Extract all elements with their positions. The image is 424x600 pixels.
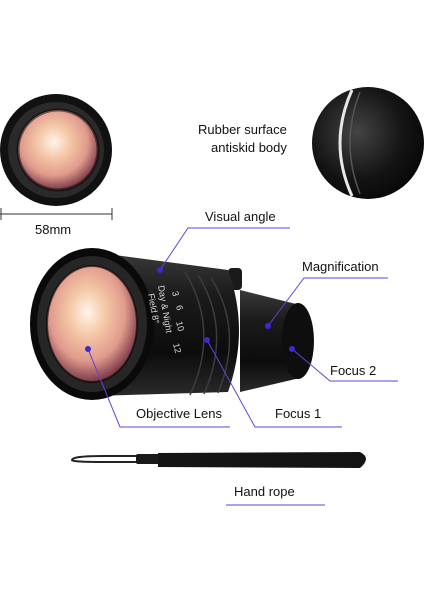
label-antiskid-body: antiskid body — [211, 140, 287, 155]
label-visual-angle: Visual angle — [205, 209, 276, 224]
label-focus-1: Focus 1 — [275, 406, 322, 421]
callout-lines — [87, 227, 398, 506]
label-focus-2: Focus 2 — [330, 363, 377, 378]
label-rubber-surface: Rubber surface — [198, 122, 287, 137]
label-hand-rope: Hand rope — [234, 484, 295, 499]
scale-number: 12 — [171, 342, 183, 354]
dimension-line — [0, 208, 113, 220]
hand-rope-image — [70, 452, 366, 468]
label-objective-lens: Objective Lens — [136, 406, 222, 421]
label-size: 58mm — [35, 222, 72, 237]
scale-number: 3 — [170, 290, 181, 297]
rubber-surface-image — [312, 87, 424, 199]
scale-number: 10 — [174, 320, 186, 332]
lens-detail-image — [0, 94, 112, 206]
label-magnification: Magnification — [302, 259, 379, 274]
scale-number: 6 — [174, 304, 185, 311]
monocular-telescope — [30, 248, 314, 400]
callout-markers — [85, 267, 295, 352]
